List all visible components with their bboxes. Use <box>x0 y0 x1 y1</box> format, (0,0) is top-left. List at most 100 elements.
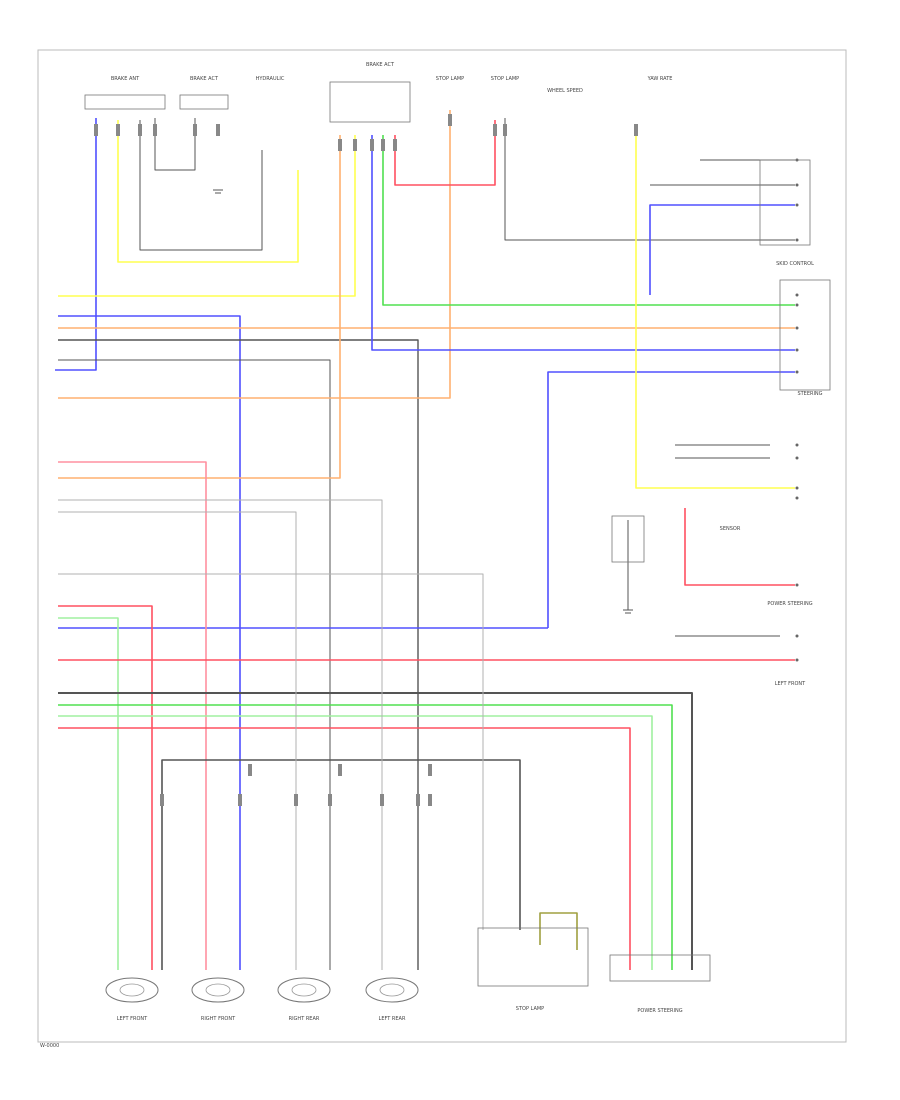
connector-terminal <box>116 124 120 136</box>
pin-marker <box>795 456 799 460</box>
sensor-right-rear <box>277 977 331 1003</box>
wire-red-5 <box>58 727 631 970</box>
component-label: RIGHT FRONT <box>201 1016 236 1022</box>
component-label: STOP LAMP <box>516 1006 544 1012</box>
connector-block-brake-act <box>179 94 229 110</box>
component-label: BRAKE ACT <box>190 76 219 82</box>
wire-blue-5 <box>547 371 795 628</box>
connector-terminal <box>193 124 197 136</box>
connector-terminal <box>380 794 384 806</box>
switch-stop-lamp <box>611 515 645 563</box>
wire-gray-1 <box>139 120 263 251</box>
sensor-left-rear-core <box>379 983 405 997</box>
connector-terminal <box>381 139 385 151</box>
connector-terminal <box>238 794 242 806</box>
wire-gray-6 <box>58 499 383 970</box>
wire-pink-1 <box>58 461 207 970</box>
component-label: HYDRAULIC <box>256 76 285 82</box>
component-label: LEFT FRONT <box>117 1016 148 1022</box>
component-label: LEFT REAR <box>379 1016 406 1022</box>
connector-terminal <box>370 139 374 151</box>
component-label: BRAKE ANT <box>111 76 140 82</box>
connector-terminal <box>338 764 342 776</box>
component-label: POWER STEERING <box>767 601 812 607</box>
component-label: STEERING <box>797 391 822 397</box>
sensor-left-rear <box>365 977 419 1003</box>
wire-yellow-2 <box>58 135 356 297</box>
wire-green-3 <box>58 704 673 970</box>
pin-marker <box>795 293 799 297</box>
sensor-block-yaw <box>779 279 831 391</box>
wire-gray-2 <box>154 118 196 171</box>
wire-gray-3 <box>58 339 419 970</box>
connector-terminal <box>328 794 332 806</box>
component-label: STOP LAMP <box>436 76 464 82</box>
module-yaw-sensor <box>477 927 589 987</box>
connector-terminal <box>294 794 298 806</box>
component-label: SENSOR <box>720 526 741 532</box>
connector-terminal <box>248 764 252 776</box>
wire-green-4 <box>58 715 653 970</box>
sensor-right-rear-core <box>291 983 317 997</box>
connector-terminal <box>428 764 432 776</box>
component-label: RIGHT REAR <box>289 1016 320 1022</box>
wire-olive-1 <box>539 912 578 950</box>
pin-marker <box>795 496 799 500</box>
module-skid-control <box>609 954 711 982</box>
pin-marker <box>795 583 799 587</box>
connector-terminal <box>503 124 507 136</box>
component-label: LEFT FRONT <box>775 681 806 687</box>
pin-marker <box>795 348 799 352</box>
wire-red-1 <box>394 120 496 186</box>
connector-terminal <box>216 124 220 136</box>
wire-layer <box>55 110 799 970</box>
connector-terminal <box>138 124 142 136</box>
connector-block-brake-ant <box>84 94 166 110</box>
connector-block-main <box>329 81 411 123</box>
connector-terminal <box>493 124 497 136</box>
pin-marker <box>795 238 799 242</box>
component-label: SKID CONTROL <box>776 261 814 267</box>
connector-terminal <box>353 139 357 151</box>
component-label: BRAKE ACT <box>366 62 395 68</box>
wire-blue-3 <box>371 135 795 351</box>
wire-black-2 <box>161 759 521 970</box>
pin-marker <box>795 203 799 207</box>
diagram-border <box>37 49 847 1043</box>
connector-terminal <box>338 139 342 151</box>
component-label: POWER STEERING <box>637 1008 682 1014</box>
connector-terminal <box>160 794 164 806</box>
pin-marker <box>795 183 799 187</box>
wire-gray-8 <box>58 573 484 930</box>
connector-terminal <box>428 794 432 806</box>
pin-marker <box>795 370 799 374</box>
sensor-right-front <box>191 977 245 1003</box>
pin-marker <box>795 634 799 638</box>
pin-marker <box>795 303 799 307</box>
wire-red-2 <box>684 508 795 586</box>
sensor-left-front <box>105 977 159 1003</box>
wire-gray-5 <box>504 118 795 241</box>
wire-blue-4 <box>649 204 795 295</box>
connector-terminal <box>153 124 157 136</box>
wire-gray-7 <box>58 511 297 970</box>
component-label: STOP LAMP <box>491 76 519 82</box>
component-label: YAW RATE <box>647 76 673 82</box>
connector-terminal <box>416 794 420 806</box>
wire-yellow-3 <box>635 125 795 489</box>
pin-marker <box>795 486 799 490</box>
sensor-left-front-core <box>119 983 145 997</box>
wire-green-1 <box>382 135 795 306</box>
wire-blue-1 <box>55 118 97 371</box>
connector-terminal <box>448 114 452 126</box>
connector-terminal <box>393 139 397 151</box>
sensor-block-right <box>759 159 811 246</box>
wire-green-2 <box>58 617 119 970</box>
wire-orange-2 <box>58 110 451 399</box>
wire-red-3 <box>58 605 153 970</box>
wire-black-1 <box>58 692 693 970</box>
wire-blue-2 <box>58 315 241 970</box>
connector-terminal <box>634 124 638 136</box>
